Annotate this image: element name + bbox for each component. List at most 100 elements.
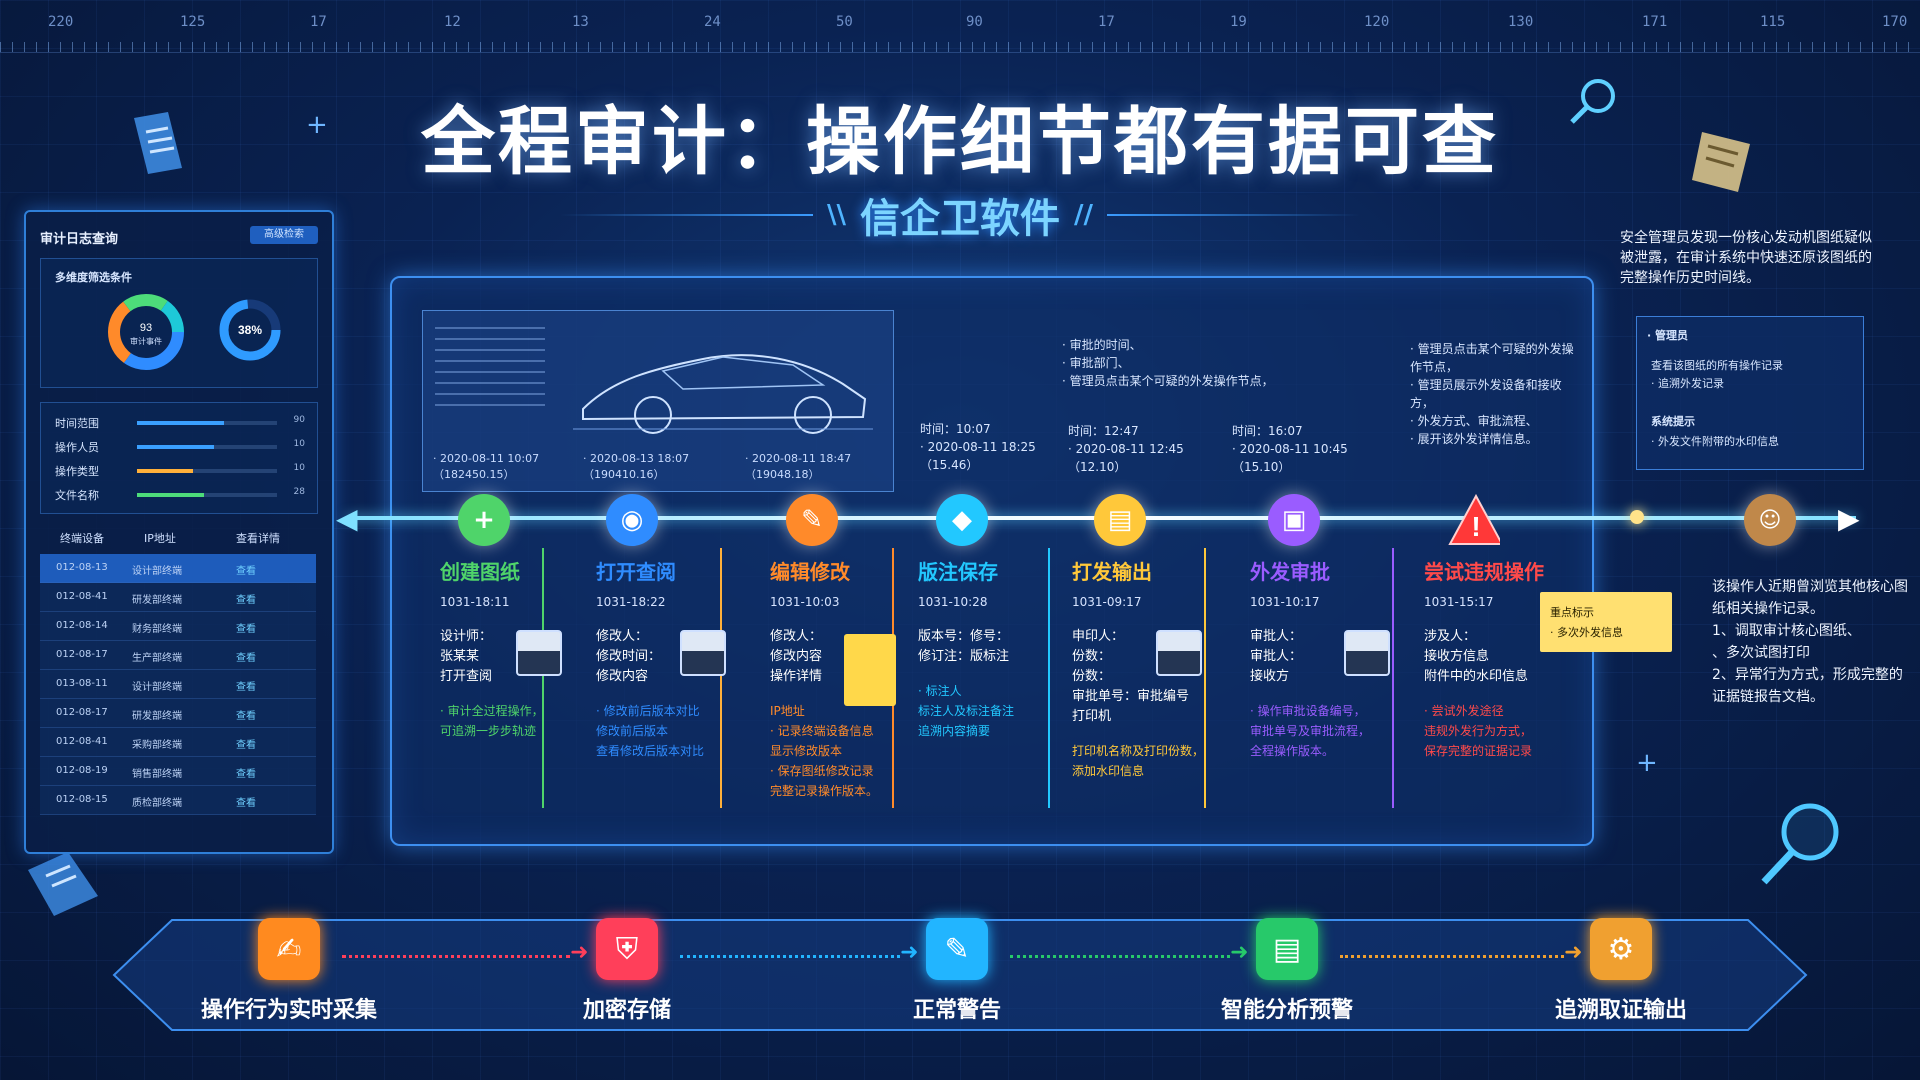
timeline-marker <box>1630 510 1644 524</box>
ruler-label: 120 <box>1364 14 1390 30</box>
filter-chart-box: 多维度筛选条件 93 审计事件 38% <box>40 258 318 388</box>
flow-arrow <box>1340 955 1564 958</box>
view-detail-link[interactable]: 查看 <box>236 595 256 606</box>
table-cell: 012-08-13 <box>56 562 108 573</box>
filter-bar-label: 时间范围 <box>55 417 99 430</box>
timeline-node-icon[interactable]: + <box>458 494 510 546</box>
step-hint: 打印机名称及打印份数，添加水印信息 <box>1072 744 1205 778</box>
ruler-label: 12 <box>444 14 461 30</box>
arrow-head-icon: ➜ <box>1564 940 1583 965</box>
flow-step-label: 操作行为实时采集 <box>200 998 377 1023</box>
flow-step-icon[interactable]: ✍ <box>258 918 320 980</box>
flow-step-icon[interactable]: ▤ <box>1256 918 1318 980</box>
filter-bar-row[interactable]: 操作人员 10 <box>55 437 305 457</box>
filter-bar-value: 90 <box>293 415 305 425</box>
table-cell: 财务部终端 <box>132 624 182 635</box>
step-time: 1031-09:17 <box>1072 595 1142 609</box>
view-detail-link[interactable]: 查看 <box>236 798 256 809</box>
table-cell: 采购部终端 <box>132 740 182 751</box>
operator-node-icon[interactable]: ☺ <box>1744 494 1796 546</box>
step-title: 外发审批 <box>1250 560 1330 584</box>
timeline-node-icon[interactable]: ◆ <box>936 494 988 546</box>
filter-bar-row[interactable]: 操作类型 10 <box>55 461 305 481</box>
report-icon <box>1692 132 1750 192</box>
donut-sublabel: 审计事件 <box>130 336 162 346</box>
filter-bar-row[interactable]: 时间范围 90 <box>55 413 305 433</box>
panel-title: 审计日志查询 <box>40 232 119 247</box>
admin-line: 查看该图纸的所有操作记录 <box>1651 359 1783 372</box>
view-detail-link[interactable]: 查看 <box>236 711 256 722</box>
timeline-node-icon[interactable]: ▤ <box>1094 494 1146 546</box>
arrow-head-icon: ➜ <box>900 940 919 965</box>
document-icon <box>28 852 98 916</box>
view-detail-link[interactable]: 查看 <box>236 740 256 751</box>
filter-bar-label: 操作人员 <box>55 441 99 454</box>
blueprint-caption: · 2020-08-11 18:47（19048.18） <box>745 452 852 481</box>
view-detail-link[interactable]: 查看 <box>236 624 256 635</box>
ruler-label: 90 <box>966 14 983 30</box>
step-fields: 审批人：审批人：接收方 <box>1250 629 1303 684</box>
advanced-search-button[interactable]: 高级检索 <box>250 226 318 244</box>
step-time: 1031-18:11 <box>440 595 510 609</box>
audit-detail-note: · 审批的时间、· 审批部门、· 管理员点击某个可疑的外发操作节点， <box>1062 338 1274 388</box>
filter-bar-value: 28 <box>293 487 305 497</box>
view-detail-link[interactable]: 查看 <box>236 769 256 780</box>
table-cell: 质检部终端 <box>132 798 182 809</box>
brand-subtitle: 信企卫软件 <box>860 196 1060 242</box>
filter-bar-row[interactable]: 文件名称 28 <box>55 485 305 505</box>
table-cell: 研发部终端 <box>132 595 182 606</box>
car-drawing-icon <box>573 354 873 434</box>
filter-bar-fill <box>137 445 214 449</box>
timeline-node-icon[interactable]: ✎ <box>786 494 838 546</box>
flow-step-icon[interactable]: ✎ <box>926 918 988 980</box>
arrow-head-icon: ➜ <box>1230 940 1249 965</box>
timeline-node-icon[interactable]: ▣ <box>1268 494 1320 546</box>
table-row[interactable]: 012-08-41 采购部终端 查看 <box>40 728 316 757</box>
magnifier-icon <box>1761 803 1839 885</box>
view-detail-link[interactable]: 查看 <box>236 682 256 693</box>
donut-value: 93 <box>140 322 152 334</box>
print-time-note: 时间：12:47· 2020-08-11 12:45（12.10） <box>1068 424 1184 474</box>
log-table-header: 终端设备 IP地址 查看详情 <box>40 526 316 548</box>
flow-arrow <box>680 955 900 958</box>
svg-text:!: ! <box>1471 511 1480 542</box>
admin-line: 系统提示 <box>1651 415 1695 428</box>
admin-info-box: · 管理员 查看该图纸的所有操作记录 · 追溯外发记录 系统提示 · 外发文件附… <box>1636 316 1864 470</box>
filter-bar-label: 文件名称 <box>55 489 99 502</box>
magnifier-icon <box>1570 79 1615 124</box>
blueprint-preview: · 2020-08-11 10:07（182450.15） · 2020-08-… <box>422 310 894 492</box>
step-fields: 设计师：张某某打开查阅 <box>440 629 493 684</box>
blueprint-caption: · 2020-08-13 18:07（190410.16） <box>583 452 690 481</box>
view-detail-link[interactable]: 查看 <box>236 653 256 664</box>
arrow-left-icon: ◀ <box>336 502 358 535</box>
warning-node-icon[interactable]: ! <box>1448 494 1500 546</box>
flow-step-icon[interactable]: ⚙ <box>1590 918 1652 980</box>
ruler-label: 171 <box>1642 14 1668 30</box>
table-cell: 012-08-41 <box>56 736 108 747</box>
donut-chart: 93 审计事件 <box>108 294 184 370</box>
flow-step-icon[interactable]: ⛨ <box>596 918 658 980</box>
arrow-right-icon: ▶ <box>1838 502 1860 535</box>
ring-chart: 38% <box>219 299 281 361</box>
step-title: 打发输出 <box>1072 560 1152 584</box>
flow-step-label: 正常警告 <box>912 998 1001 1023</box>
timeline-node-icon[interactable]: ◉ <box>606 494 658 546</box>
table-cell: 012-08-17 <box>56 707 108 718</box>
view-detail-link[interactable]: 查看 <box>236 566 256 577</box>
